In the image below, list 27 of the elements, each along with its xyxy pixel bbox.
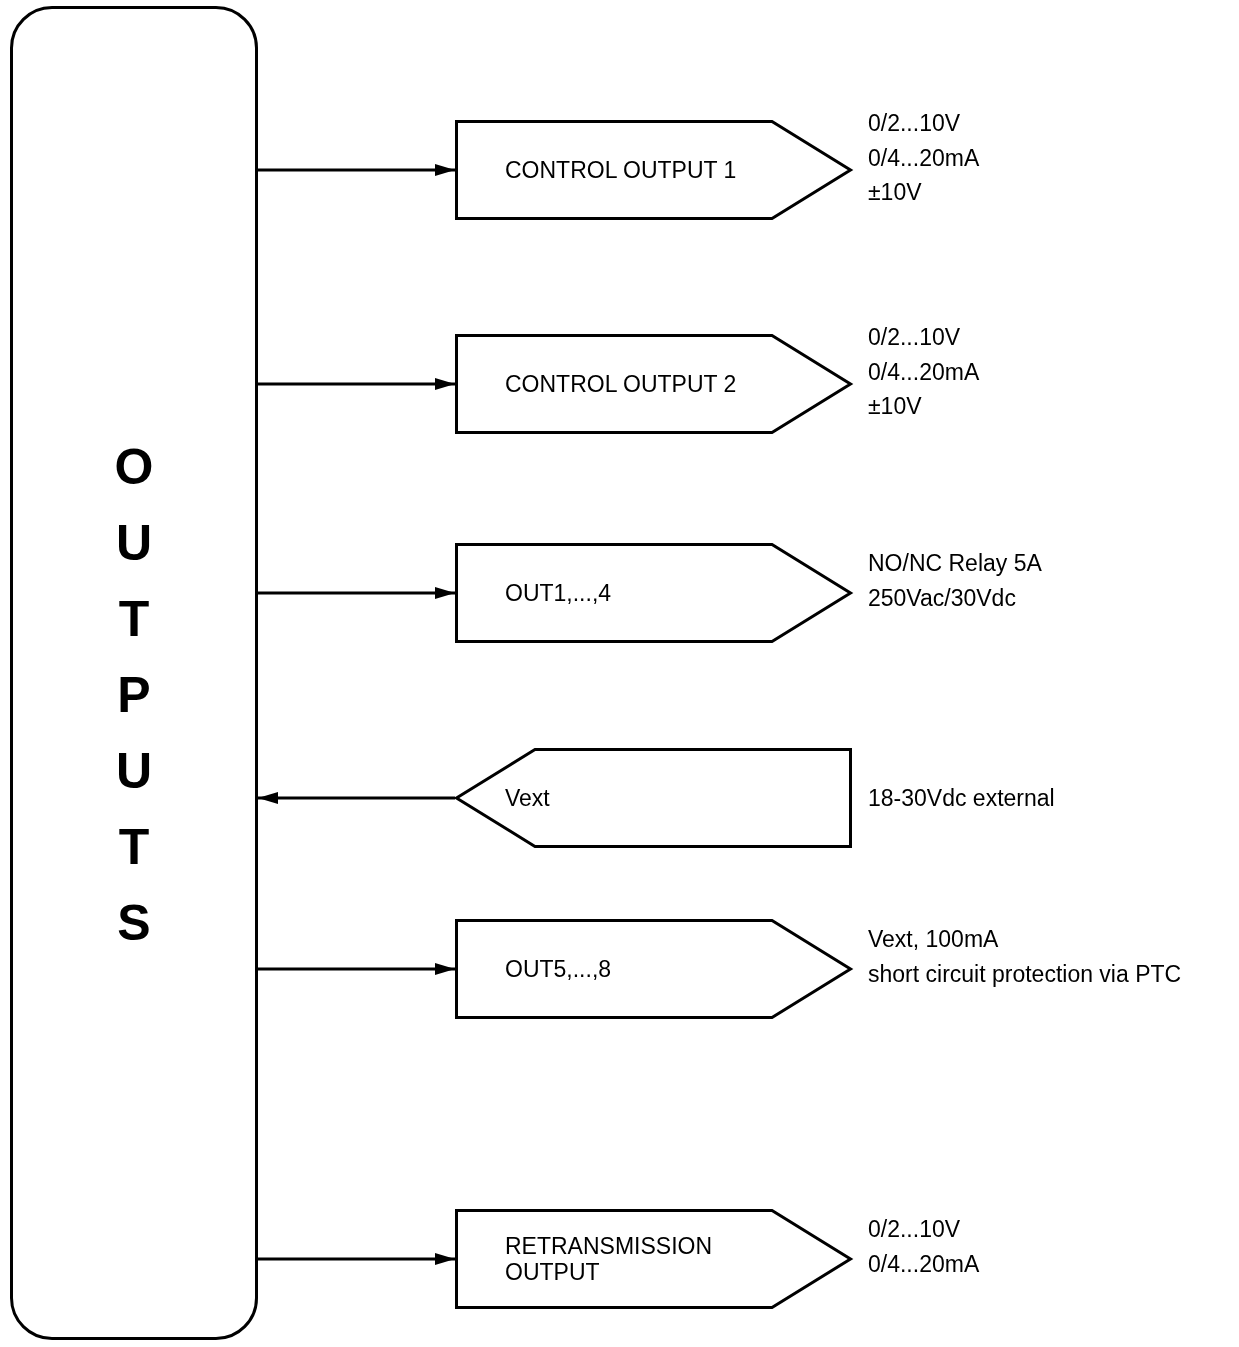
signal-spec: 0/2...10V	[868, 108, 962, 138]
outputs-block	[10, 6, 258, 1340]
signal-spec: short circuit protection via PTC	[868, 960, 1182, 989]
arrow	[258, 792, 455, 804]
arrow	[258, 1253, 455, 1265]
output-label: OUT5,...,8	[505, 955, 613, 983]
output-label: CONTROL OUTPUT 1	[505, 156, 738, 184]
signal-spec: ±10V	[868, 178, 923, 208]
arrow	[258, 963, 455, 975]
signal-spec: ±10V	[868, 392, 923, 422]
signal-spec: 18-30Vdc external	[868, 783, 1055, 813]
output-label: CONTROL OUTPUT 2	[505, 370, 738, 398]
signal-spec: Vext, 100mA	[868, 925, 1000, 955]
signal-spec: 0/4...20mA	[868, 143, 980, 173]
signal-spec: 0/2...10V	[868, 1215, 962, 1245]
signal-spec: 0/2...10V	[868, 322, 962, 352]
output-label: RETRANSMISSION OUTPUT	[505, 1232, 714, 1286]
arrow	[258, 378, 455, 390]
arrow	[258, 587, 455, 599]
signal-spec: NO/NC Relay 5A	[868, 549, 1042, 579]
arrow	[258, 164, 455, 176]
block-title: OUTPUTS	[113, 438, 155, 953]
output-label: Vext	[505, 784, 551, 812]
signal-spec: 0/4...20mA	[868, 357, 980, 387]
signal-spec: 0/4...20mA	[868, 1250, 980, 1279]
output-label: OUT1,...,4	[505, 579, 613, 607]
signal-spec: 250Vac/30Vdc	[868, 584, 1017, 613]
